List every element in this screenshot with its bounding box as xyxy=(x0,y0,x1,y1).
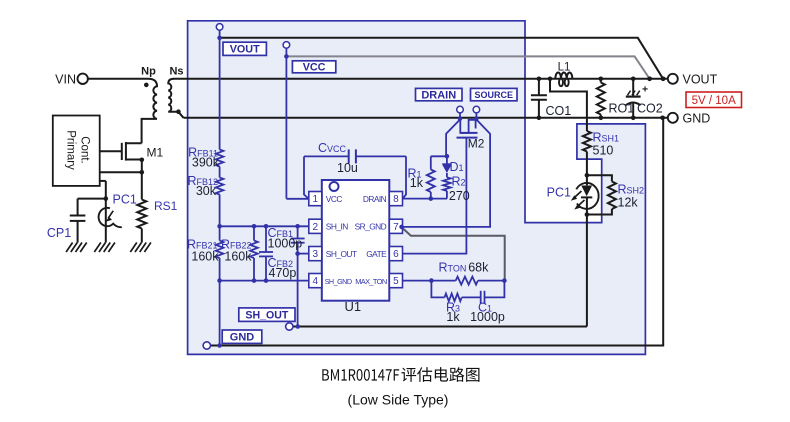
svg-text:C1: C1 xyxy=(478,301,492,315)
svg-text:160k: 160k xyxy=(191,250,219,264)
svg-text:VCC: VCC xyxy=(326,194,343,204)
svg-text:PC1: PC1 xyxy=(113,192,137,206)
svg-text:1k: 1k xyxy=(410,176,424,190)
svg-text:R2: R2 xyxy=(452,175,466,189)
svg-text:D1: D1 xyxy=(450,160,464,174)
svg-text:GND: GND xyxy=(230,332,255,344)
svg-text:1k: 1k xyxy=(446,310,460,324)
svg-text:Np: Np xyxy=(141,66,156,78)
svg-text:MAX_TON: MAX_TON xyxy=(355,277,387,286)
svg-text:5: 5 xyxy=(393,276,399,287)
svg-text:CP1: CP1 xyxy=(47,226,71,240)
svg-text:68k: 68k xyxy=(468,260,489,274)
svg-text:SH_GND: SH_GND xyxy=(325,277,352,286)
svg-text:160k: 160k xyxy=(224,250,252,264)
svg-text:RSH2: RSH2 xyxy=(618,183,645,197)
svg-text:RSH1: RSH1 xyxy=(593,130,620,144)
svg-text:Primary: Primary xyxy=(65,130,77,170)
svg-text:VOUT: VOUT xyxy=(230,44,260,56)
svg-text:30k: 30k xyxy=(196,184,217,198)
svg-text:CO2: CO2 xyxy=(637,102,663,116)
svg-text:RS1: RS1 xyxy=(154,199,178,213)
svg-text:4: 4 xyxy=(313,276,319,287)
svg-text:3: 3 xyxy=(313,249,319,260)
svg-text:U1: U1 xyxy=(344,299,361,314)
svg-text:GATE: GATE xyxy=(366,249,387,259)
svg-text:CO1: CO1 xyxy=(546,104,572,118)
svg-text:VCC: VCC xyxy=(303,62,326,74)
svg-text:CVCC: CVCC xyxy=(318,141,347,155)
svg-text:8: 8 xyxy=(393,194,399,205)
svg-text:270: 270 xyxy=(449,189,470,203)
svg-text:R1: R1 xyxy=(407,166,421,180)
svg-text:RTON: RTON xyxy=(439,260,467,274)
svg-text:12k: 12k xyxy=(618,196,639,210)
svg-text:VIN: VIN xyxy=(55,72,76,86)
svg-text:RFB11: RFB11 xyxy=(188,146,218,160)
svg-text:CFB1: CFB1 xyxy=(268,226,294,240)
svg-text:PC1: PC1 xyxy=(547,186,571,200)
svg-text:SH_OUT: SH_OUT xyxy=(245,309,288,321)
svg-text:CFB2: CFB2 xyxy=(268,256,294,270)
svg-text:SR_GND: SR_GND xyxy=(355,222,387,232)
svg-text:M2: M2 xyxy=(468,137,485,151)
svg-text:DRAIN: DRAIN xyxy=(363,194,387,204)
svg-text:L1: L1 xyxy=(558,62,571,74)
svg-text:DRAIN: DRAIN xyxy=(421,90,456,102)
svg-text:10u: 10u xyxy=(337,161,358,175)
svg-text:GND: GND xyxy=(683,111,711,125)
svg-text:1: 1 xyxy=(313,194,319,205)
svg-text:RFB21: RFB21 xyxy=(187,238,218,252)
svg-text:M1: M1 xyxy=(147,145,164,159)
svg-text:SH_OUT: SH_OUT xyxy=(326,249,357,259)
svg-text:Cont.: Cont. xyxy=(79,136,91,164)
svg-text:SH_IN: SH_IN xyxy=(326,222,348,232)
svg-text:R3: R3 xyxy=(446,301,460,315)
svg-text:2: 2 xyxy=(313,222,319,233)
svg-text:VOUT: VOUT xyxy=(683,72,718,86)
svg-text:+: + xyxy=(642,83,648,95)
svg-text:(Low Side Type): (Low Side Type) xyxy=(348,392,449,408)
svg-text:470p: 470p xyxy=(269,266,297,280)
svg-text:Ns: Ns xyxy=(169,66,183,78)
svg-text:5V / 10A: 5V / 10A xyxy=(692,95,736,107)
svg-text:SOURCE: SOURCE xyxy=(474,90,513,100)
svg-text:7: 7 xyxy=(393,222,399,233)
svg-text:1000p: 1000p xyxy=(268,236,303,250)
svg-text:1000p: 1000p xyxy=(470,310,505,324)
svg-text:6: 6 xyxy=(393,249,399,260)
svg-text:RFB12: RFB12 xyxy=(187,174,218,188)
svg-text:510: 510 xyxy=(593,144,614,158)
svg-text:390k: 390k xyxy=(192,156,220,170)
svg-text:RFB22: RFB22 xyxy=(221,238,252,252)
